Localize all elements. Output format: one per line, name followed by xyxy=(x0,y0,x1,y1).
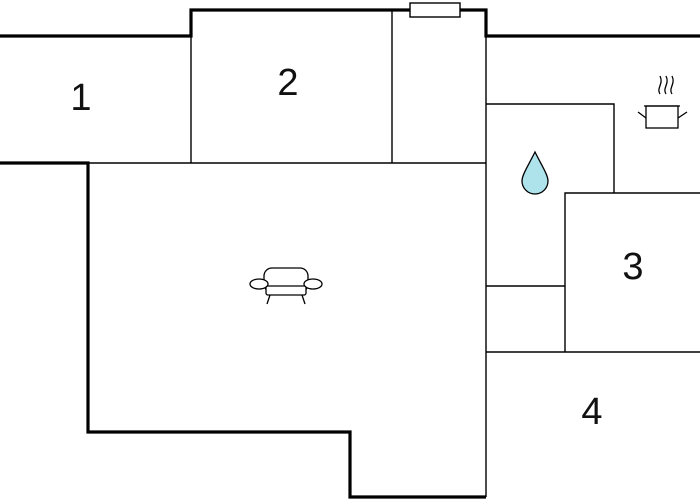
exterior-wall-left xyxy=(0,161,486,499)
cooking-pot-icon xyxy=(637,75,688,129)
room-1-label: 1 xyxy=(70,77,91,119)
exterior-walls xyxy=(0,8,700,499)
room-4-label: 4 xyxy=(581,391,602,433)
exterior-wall-top xyxy=(0,8,700,38)
room-3-label: 3 xyxy=(622,246,643,288)
water-drop-icon xyxy=(521,150,549,195)
interior-walls xyxy=(88,10,700,497)
window-icon xyxy=(409,2,461,18)
room-2-label: 2 xyxy=(277,62,298,104)
sofa-icon xyxy=(249,267,323,305)
